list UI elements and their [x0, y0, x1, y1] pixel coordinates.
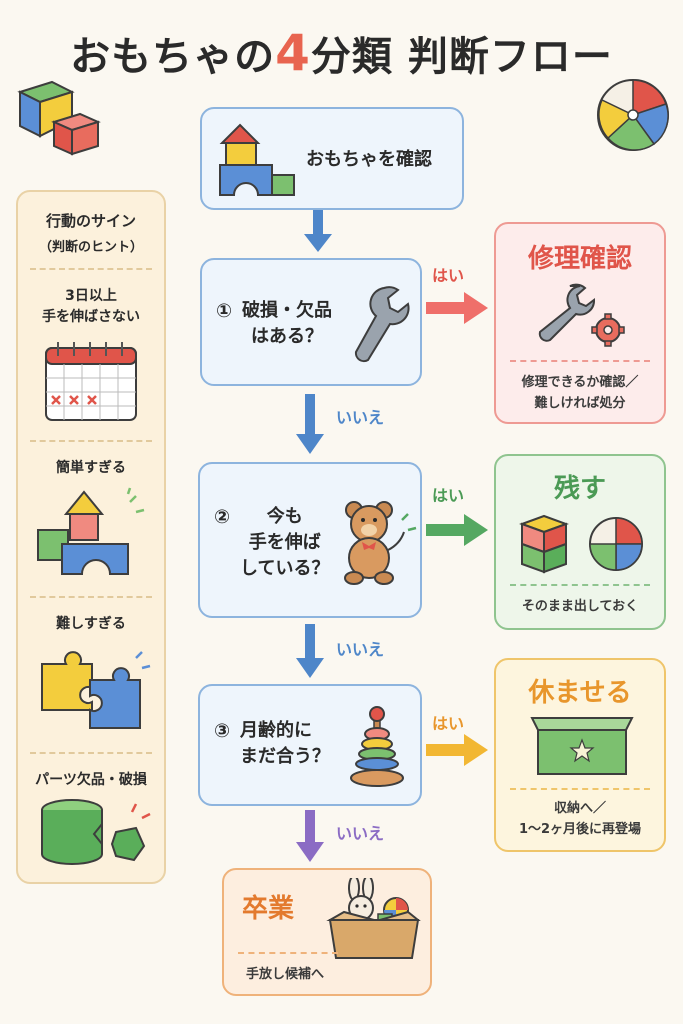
sidebar-heading: 行動のサイン	[45, 212, 136, 230]
question-box-3: ③ 月齢的に まだ合う？	[198, 684, 422, 806]
arrow-right-icon	[426, 514, 488, 546]
sidebar-divider	[30, 268, 152, 270]
result-graduate-box: 卒業 手放し候補へ	[222, 868, 432, 996]
result-keep-title: 残す	[553, 474, 606, 504]
result-divider	[510, 360, 650, 362]
title-number: 4	[275, 24, 311, 82]
start-box: おもちゃを確認	[200, 107, 464, 210]
result-divider	[238, 952, 338, 954]
arrow-down-icon	[296, 810, 324, 862]
sign-label-2: 簡単すぎる	[56, 460, 126, 476]
ring-stacker-icon	[350, 706, 404, 787]
result-repair-desc: 修理できるか確認／ 難しければ処分	[521, 375, 639, 411]
broken-block-icon	[41, 799, 151, 865]
yes-label-1: はい	[432, 266, 465, 285]
start-label: おもちゃを確認	[306, 149, 432, 170]
teddy-bear-icon	[344, 501, 417, 585]
behavior-signs-panel: 行動のサイン （判断のヒント） 3日以上 手を伸ばさない 簡単すぎる 難しすぎる…	[16, 190, 166, 884]
sign-label-4: パーツ欠品・破損	[35, 772, 147, 788]
question-text-1: 破損・欠品 はある？	[242, 300, 332, 347]
yes-label-2: はい	[432, 486, 465, 505]
result-rest-box: 休ませる 収納へ／ 1〜2ヶ月後に再登場	[494, 658, 666, 852]
toy-blocks-icon	[219, 123, 295, 196]
result-keep-box: 残す そのまま出しておく	[494, 454, 666, 630]
question-number-2: ②	[214, 506, 231, 528]
no-label-2: いいえ	[336, 640, 385, 659]
arrow-down-icon	[296, 624, 324, 678]
arrow-right-icon	[426, 734, 488, 766]
cubes-icon	[17, 80, 101, 156]
sidebar-divider	[30, 440, 152, 442]
arrow-down-icon	[304, 210, 332, 252]
result-repair-box: 修理確認 修理できるか確認／ 難しければ処分	[494, 222, 666, 424]
question-text-3: 月齢的に まだ合う？	[240, 720, 330, 767]
result-graduate-title: 卒業	[242, 894, 295, 924]
result-graduate-desc: 手放し候補へ	[246, 967, 325, 982]
result-keep-desc: そのまま出しておく	[521, 599, 639, 614]
beach-ball-icon	[597, 79, 669, 151]
sign-label-3: 難しすぎる	[56, 616, 126, 632]
arrow-right-icon	[426, 292, 488, 324]
storage-box-icon	[530, 717, 634, 775]
sidebar-divider	[30, 596, 152, 598]
sidebar-subheading: （判断のヒント）	[38, 240, 143, 255]
question-box-2: ② 今も 手を伸ば している？	[198, 462, 422, 618]
title-suffix: 分類 判断フロー	[310, 34, 613, 80]
blocks-icon	[37, 487, 145, 575]
sidebar-divider	[30, 752, 152, 754]
wrench-gear-icon	[538, 283, 625, 347]
toy-box-icon	[326, 878, 421, 959]
cube-ball-icon	[519, 514, 643, 574]
no-label-1: いいえ	[336, 408, 385, 427]
puzzle-icon	[41, 651, 151, 729]
title-prefix: おもちゃの	[70, 34, 276, 80]
result-rest-desc: 収納へ／ 1〜2ヶ月後に再登場	[518, 801, 642, 837]
yes-label-3: はい	[432, 714, 465, 733]
calendar-icon	[45, 342, 137, 421]
page-title: おもちゃの4分類 判断フロー	[0, 24, 683, 82]
question-number-3: ③	[214, 720, 231, 742]
arrow-down-icon	[296, 394, 324, 454]
question-number-1: ①	[216, 300, 233, 322]
question-box-1: ① 破損・欠品 はある？	[200, 258, 422, 386]
wrench-icon	[354, 286, 410, 363]
result-divider	[510, 788, 650, 790]
result-divider	[510, 584, 650, 586]
result-repair-title: 修理確認	[527, 244, 632, 274]
question-text-2: 今も 手を伸ば している？	[240, 506, 330, 579]
sign-label-1: 3日以上 手を伸ばさない	[42, 288, 140, 325]
no-label-3: いいえ	[336, 824, 385, 843]
result-rest-title: 休ませる	[528, 678, 632, 708]
